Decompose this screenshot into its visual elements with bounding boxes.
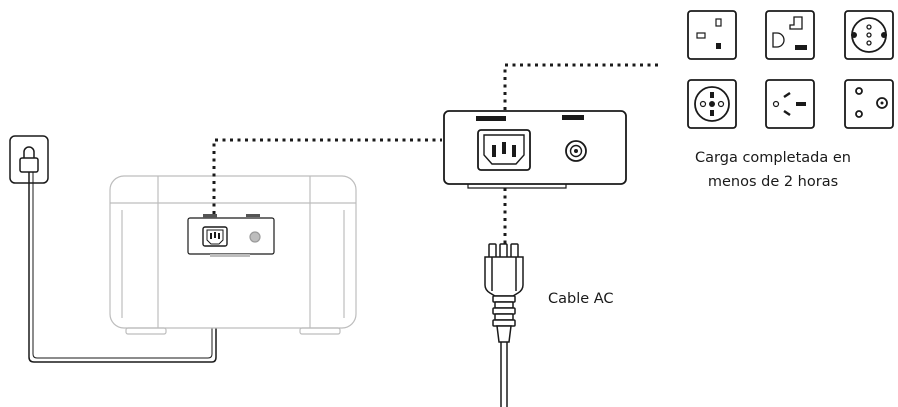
wall-outlet-icon (9, 135, 49, 184)
charge-time-line-1: Carga completada en (695, 150, 851, 166)
ac-power-cord-icon (484, 243, 524, 407)
ac-input-panel-icon (443, 110, 627, 189)
charge-time-note: Carga completada en menos de 2 horas (690, 146, 856, 194)
ac-cable-label: Cable AC (548, 291, 614, 307)
charge-time-line-2: menos de 2 horas (707, 174, 839, 190)
outlet-type-a-icon (687, 10, 737, 60)
dotted-station-to-panel (212, 138, 442, 214)
outlet-type-i-icon (765, 79, 815, 129)
wall-to-station-cord (28, 172, 217, 363)
power-station-icon (109, 175, 357, 335)
dotted-panel-to-outlets (503, 63, 660, 110)
outlet-type-g-icon (765, 10, 815, 60)
dotted-connectors (212, 63, 660, 246)
wall-to-station-cord-inner (32, 172, 213, 359)
outlet-type-e-icon (687, 79, 737, 129)
outlet-type-f-icon (844, 10, 894, 60)
outlet-type-d-icon (844, 79, 894, 129)
